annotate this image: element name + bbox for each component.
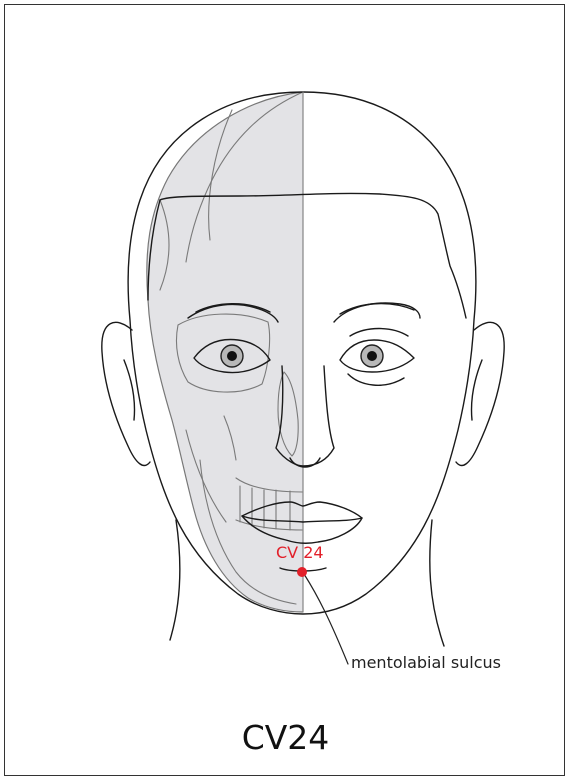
callout-mentolabial-sulcus: mentolabial sulcus	[351, 653, 501, 672]
point-label-cv24: CV 24	[276, 543, 324, 562]
right-eye-icon	[340, 329, 414, 386]
callout-leader	[304, 574, 348, 664]
acupoint-marker	[297, 567, 307, 577]
neck-left	[170, 520, 180, 640]
left-ear	[102, 322, 150, 465]
figure-title: CV24	[0, 718, 571, 757]
neck-right	[430, 520, 444, 646]
right-ear	[456, 322, 504, 465]
right-eyebrow	[334, 303, 420, 322]
